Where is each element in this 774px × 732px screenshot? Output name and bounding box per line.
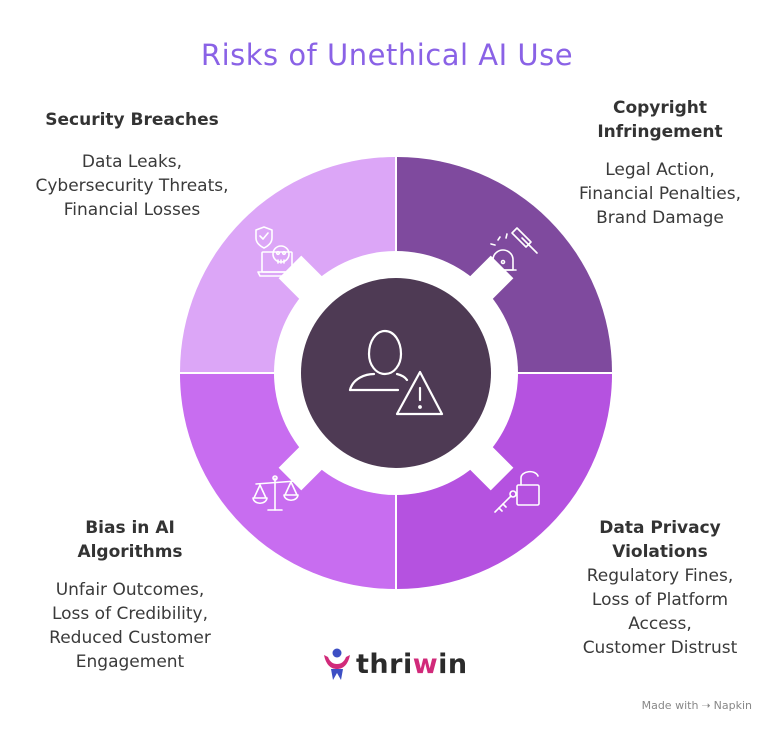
- security-breaches-label: Security Breaches Data Leaks, Cybersecur…: [35, 108, 228, 222]
- scale-icon: [252, 475, 299, 511]
- data-privacy-label: Data Privacy Violations Regulatory Fines…: [572, 516, 748, 660]
- logo-suffix: in: [438, 648, 468, 680]
- privacy-heading: Data Privacy Violations: [572, 516, 748, 564]
- copyright-line: Brand Damage: [596, 208, 724, 228]
- copyright-line: Legal Action,: [605, 160, 715, 180]
- privacy-description: Regulatory Fines, Loss of Platform Acces…: [572, 564, 748, 660]
- privacy-line: Customer Distrust: [582, 638, 738, 658]
- copyright-line: Financial Penalties,: [579, 184, 741, 204]
- diagonal-gap: [278, 445, 324, 491]
- logo-accent: w: [412, 648, 439, 680]
- privacy-line: Loss of Platform: [591, 590, 729, 610]
- made-with-text: Made with: [641, 699, 699, 712]
- security-breach-icon: [255, 226, 297, 277]
- bias-line: Loss of Credibility,: [51, 604, 209, 624]
- privacy-line: Regulatory Fines,: [586, 566, 734, 586]
- copyright-heading-line: Copyright: [612, 98, 707, 118]
- security-line: Cybersecurity Threats,: [35, 176, 229, 196]
- bias-heading: Bias in AI Algorithms: [28, 516, 232, 564]
- bias-line: Unfair Outcomes,: [55, 580, 205, 600]
- bias-in-ai-label: Bias in AI Algorithms Unfair Outcomes, L…: [28, 516, 232, 674]
- thriwin-mark-icon: [324, 648, 350, 680]
- bias-heading-line: Algorithms: [77, 542, 183, 562]
- napkin-icon: ➝: [701, 699, 711, 712]
- bias-line: Reduced Customer: [49, 628, 211, 648]
- privacy-line: Access,: [628, 614, 692, 634]
- copyright-heading: Copyright Infringement: [568, 96, 752, 144]
- copyright-heading-line: Infringement: [597, 122, 723, 142]
- bias-description: Unfair Outcomes, Loss of Credibility, Re…: [28, 578, 232, 674]
- bias-heading-line: Bias in AI: [85, 518, 175, 538]
- security-description: Data Leaks, Cybersecurity Threats, Finan…: [27, 150, 237, 222]
- security-line: Financial Losses: [63, 200, 201, 220]
- napkin-credit: Made with ➝ Napkin: [642, 699, 752, 712]
- center-circle: [301, 278, 491, 468]
- copyright-description: Legal Action, Financial Penalties, Brand…: [568, 158, 752, 230]
- privacy-heading-line: Violations: [612, 542, 708, 562]
- bias-line: Engagement: [75, 652, 185, 672]
- gavel-icon: [489, 227, 538, 271]
- diagonal-gap: [468, 255, 514, 301]
- thriwin-wordmark: thriwin: [356, 649, 468, 680]
- copyright-infringement-label: Copyright Infringement Legal Action, Fin…: [568, 96, 752, 230]
- unlock-icon: [494, 470, 540, 513]
- thriwin-logo: thriwin: [322, 646, 468, 682]
- privacy-heading-line: Data Privacy: [599, 518, 721, 538]
- diagram-title: Risks of Unethical AI Use: [200, 38, 574, 72]
- security-heading: Security Breaches: [45, 110, 219, 130]
- logo-prefix: thri: [356, 648, 413, 680]
- user-warning-icon: [348, 329, 444, 416]
- napkin-brand: Napkin: [713, 699, 752, 712]
- security-line: Data Leaks,: [81, 152, 183, 172]
- diagonal-gap: [468, 445, 514, 491]
- diagonal-gap: [278, 255, 324, 301]
